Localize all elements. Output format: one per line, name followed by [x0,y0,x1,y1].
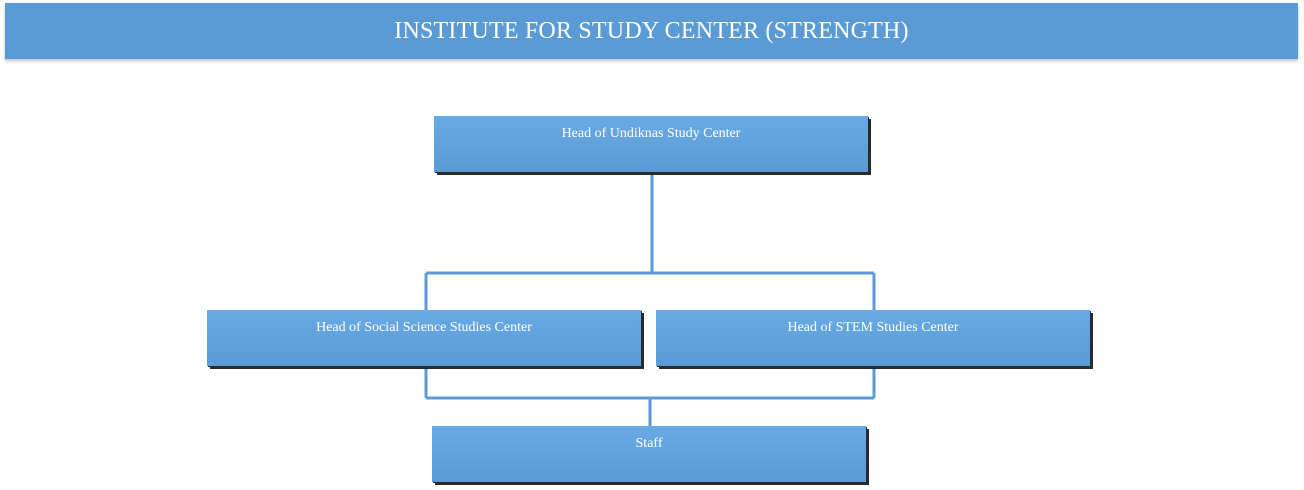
node-head-stem-label: Head of STEM Studies Center [787,320,959,335]
node-head-undiknas-label: Head of Undiknas Study Center [561,126,741,141]
node-staff: Staff [432,426,866,482]
title-banner: INSTITUTE FOR STUDY CENTER (STRENGTH) [5,3,1298,59]
page-title: INSTITUTE FOR STUDY CENTER (STRENGTH) [394,17,909,44]
node-head-stem: Head of STEM Studies Center [656,310,1090,366]
node-staff-label: Staff [635,436,663,451]
node-head-social-science-label: Head of Social Science Studies Center [316,320,532,335]
node-head-undiknas: Head of Undiknas Study Center [434,116,868,172]
node-head-social-science: Head of Social Science Studies Center [207,310,641,366]
